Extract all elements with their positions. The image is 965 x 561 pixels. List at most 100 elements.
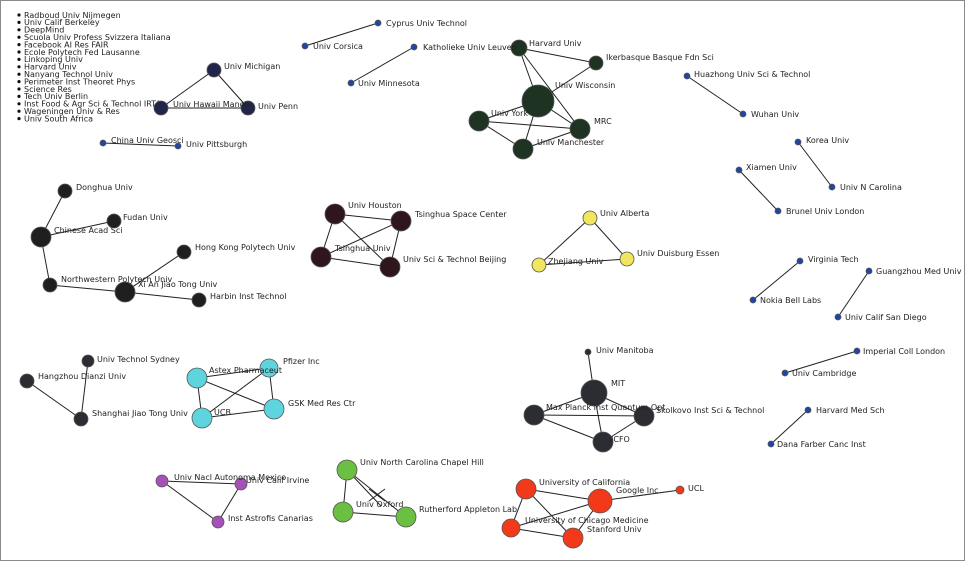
legend-item: Facebook AI Res FAIR bbox=[24, 40, 109, 49]
edge-uc-google bbox=[525, 488, 601, 502]
label-fudan: Fudan Univ bbox=[123, 213, 168, 222]
node-google[interactable] bbox=[587, 488, 613, 514]
node-pittsburgh[interactable] bbox=[174, 142, 182, 150]
node-ucl[interactable] bbox=[675, 485, 685, 495]
edge-harvard-mrc bbox=[518, 47, 581, 130]
node-nokia[interactable] bbox=[749, 296, 757, 304]
node-harvard[interactable] bbox=[510, 39, 528, 57]
node-tsinghuaspace[interactable] bbox=[390, 210, 412, 232]
node-astex[interactable] bbox=[186, 367, 208, 389]
legend-bullet bbox=[17, 43, 21, 47]
node-virginia[interactable] bbox=[796, 257, 804, 265]
node-danafarber[interactable] bbox=[767, 440, 775, 448]
label-ucl: UCL bbox=[688, 484, 704, 493]
node-houston[interactable] bbox=[324, 203, 346, 225]
node-rutherford[interactable] bbox=[395, 506, 417, 528]
label-danafarber: Dana Farber Canc Inst bbox=[777, 440, 866, 449]
node-uc[interactable] bbox=[515, 478, 537, 500]
node-nwpolytech[interactable] bbox=[42, 277, 58, 293]
node-uchicago[interactable] bbox=[501, 518, 521, 538]
node-irvine[interactable] bbox=[234, 477, 248, 491]
node-sjtu[interactable] bbox=[73, 411, 89, 427]
node-fudan[interactable] bbox=[106, 213, 122, 229]
legend-item: Tech Univ Berlin bbox=[23, 92, 88, 101]
node-canarias[interactable] bbox=[211, 515, 225, 529]
node-sydney[interactable] bbox=[81, 354, 95, 368]
node-alberta[interactable] bbox=[582, 210, 598, 226]
node-tsinghua[interactable] bbox=[310, 246, 332, 268]
node-cyprus[interactable] bbox=[374, 19, 382, 27]
node-michigan[interactable] bbox=[206, 62, 222, 78]
edge-maxplanck-skolkovo bbox=[533, 414, 645, 417]
legend-item: Science Res bbox=[24, 85, 72, 94]
label-manitoba: Univ Manitoba bbox=[596, 346, 654, 355]
node-harbin[interactable] bbox=[191, 292, 207, 308]
node-gsk[interactable] bbox=[263, 398, 285, 420]
node-xiamen[interactable] bbox=[735, 166, 743, 174]
node-ustbeijing[interactable] bbox=[379, 256, 401, 278]
edge-michigan-penn bbox=[213, 69, 249, 109]
node-pfizer[interactable] bbox=[259, 358, 279, 378]
edge-harvardmed-danafarber bbox=[770, 409, 809, 445]
label-ucb: UCB bbox=[214, 408, 231, 417]
node-hkpolytech[interactable] bbox=[176, 244, 192, 260]
legend-bullet bbox=[17, 72, 21, 76]
node-penn[interactable] bbox=[240, 100, 256, 116]
edge-ucb-gsk bbox=[201, 408, 275, 419]
node-manchester[interactable] bbox=[512, 138, 534, 160]
node-chineseacad[interactable] bbox=[30, 226, 52, 248]
legend-bullet bbox=[17, 117, 21, 121]
node-ucb[interactable] bbox=[191, 407, 213, 429]
node-ucsd[interactable] bbox=[834, 313, 842, 321]
node-uncarolina[interactable] bbox=[828, 183, 836, 191]
edge-irvine-canarias bbox=[217, 483, 242, 523]
node-skolkovo[interactable] bbox=[633, 405, 655, 427]
label-nokia: Nokia Bell Labs bbox=[760, 296, 821, 305]
node-donghua[interactable] bbox=[57, 183, 73, 199]
node-brunel[interactable] bbox=[774, 207, 782, 215]
node-unc[interactable] bbox=[336, 459, 358, 481]
node-hangzhou[interactable] bbox=[19, 373, 35, 389]
node-mit[interactable] bbox=[580, 379, 608, 407]
node-geosci[interactable] bbox=[99, 139, 107, 147]
edge-google-uchicago bbox=[510, 500, 601, 529]
node-manitoba[interactable] bbox=[584, 348, 592, 356]
node-gzmed[interactable] bbox=[865, 267, 873, 275]
label-manchester: Univ Manchester bbox=[537, 138, 605, 147]
node-stanford[interactable] bbox=[562, 527, 584, 549]
label-sydney: Univ Technol Sydney bbox=[97, 355, 180, 364]
node-oxford[interactable] bbox=[332, 501, 354, 523]
edge-ucb-pfizer bbox=[201, 367, 270, 419]
node-zhejiang[interactable] bbox=[531, 257, 547, 273]
label-alberta: Univ Alberta bbox=[600, 209, 650, 218]
legend-bullet bbox=[17, 35, 21, 39]
label-google: Google Inc bbox=[616, 486, 659, 495]
node-hawaii[interactable] bbox=[153, 100, 169, 116]
edges-layer bbox=[26, 22, 870, 539]
label-harvardmed: Harvard Med Sch bbox=[816, 406, 885, 415]
node-minnesota[interactable] bbox=[347, 79, 355, 87]
node-icfo[interactable] bbox=[592, 431, 614, 453]
node-york[interactable] bbox=[468, 110, 490, 132]
node-mrc[interactable] bbox=[569, 118, 591, 140]
node-maxplanck[interactable] bbox=[523, 404, 545, 426]
edge-oxford-rutherford bbox=[342, 511, 407, 518]
node-wuhan[interactable] bbox=[739, 110, 747, 118]
node-xian[interactable] bbox=[114, 281, 136, 303]
label-penn: Univ Penn bbox=[258, 102, 298, 111]
node-leuven[interactable] bbox=[410, 43, 418, 51]
label-icfo: ICFO bbox=[611, 435, 630, 444]
node-ikerbasque[interactable] bbox=[588, 55, 604, 71]
node-huazhong[interactable] bbox=[683, 72, 691, 80]
node-harvardmed[interactable] bbox=[804, 406, 812, 414]
edge-tsinghua-ustbeijing bbox=[320, 256, 391, 268]
node-imperial[interactable] bbox=[853, 347, 861, 355]
node-unam[interactable] bbox=[155, 474, 169, 488]
node-duisburg[interactable] bbox=[619, 251, 635, 267]
node-corsica[interactable] bbox=[301, 42, 309, 50]
node-cambridge[interactable] bbox=[781, 369, 789, 377]
edge-imperial-cambridge bbox=[784, 350, 858, 374]
node-wisconsin[interactable] bbox=[521, 84, 555, 118]
node-korea[interactable] bbox=[794, 138, 802, 146]
